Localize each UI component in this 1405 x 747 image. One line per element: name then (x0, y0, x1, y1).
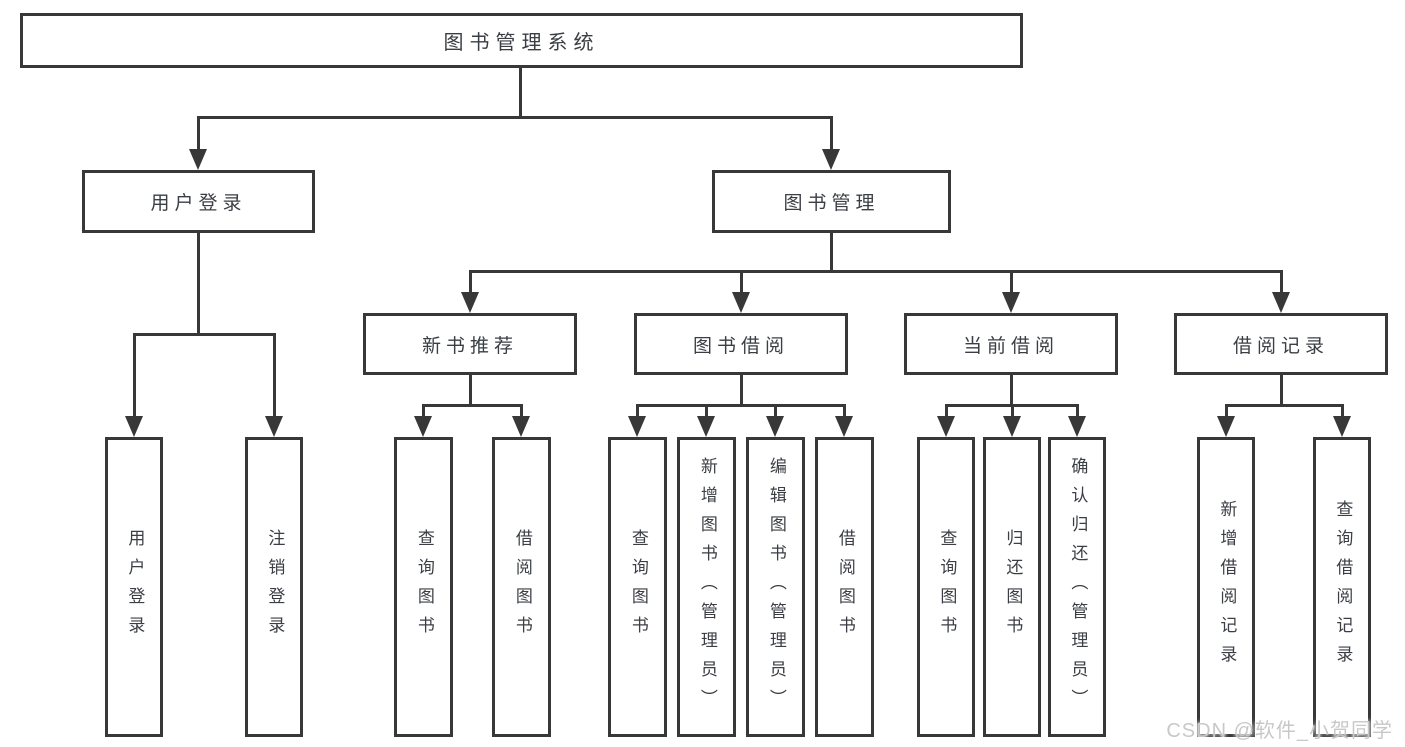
leaf-edit-book-admin: 编辑图书（管理员） (746, 437, 805, 737)
connector-borrow-records-drop (1280, 375, 1283, 407)
connector-to-leaf-edit-book (774, 405, 777, 423)
arrowhead-leaf-query-books-1 (414, 416, 432, 437)
leaf-borrow-books-2: 借阅图书 (815, 437, 874, 737)
arrowhead-leaf-query-books-2 (628, 416, 646, 437)
leaf-logout-label: 注销登录 (265, 529, 285, 645)
node-current-borrowing-label: 当前借阅 (962, 335, 1059, 357)
arrowhead-current-borrowing (1002, 292, 1020, 313)
leaf-return-books: 归还图书 (983, 437, 1041, 737)
connector-book-management-drop (830, 233, 833, 273)
node-book-management: 图书管理 (712, 170, 951, 233)
leaf-borrow-books-1-label: 借阅图书 (512, 529, 532, 645)
connector-to-leaf-add-record (1225, 405, 1228, 423)
leaf-return-books-label: 归还图书 (1003, 529, 1023, 645)
connector-to-leaf-confirm-return (1076, 405, 1079, 423)
arrowhead-book-management (822, 149, 840, 170)
connector-to-leaf-query-record (1341, 405, 1344, 423)
connector-book-borrowing-drop (740, 375, 743, 407)
node-new-book-recommend: 新书推荐 (363, 313, 577, 375)
leaf-add-borrow-record: 新增借阅记录 (1197, 437, 1255, 737)
arrowhead-leaf-logout (265, 416, 283, 437)
node-library-system-label: 图书管理系统 (443, 32, 600, 54)
leaf-add-book-admin-label: 新增图书（管理员） (697, 456, 717, 718)
connector-user-login-drop (197, 233, 200, 336)
node-new-book-recommend-label: 新书推荐 (421, 335, 518, 357)
arrowhead-leaf-add-book (697, 416, 715, 437)
leaf-query-borrow-record-label: 查询借阅记录 (1333, 500, 1353, 674)
arrowhead-leaf-query-books-3 (937, 416, 955, 437)
connector-to-leaf-query-books-1 (422, 405, 425, 423)
connector-to-leaf-query-books-3 (945, 405, 948, 423)
arrowhead-borrow-records (1272, 292, 1290, 313)
node-user-login-group-label: 用户登录 (150, 193, 247, 214)
connector-to-leaf-return-books (1011, 405, 1014, 423)
leaf-query-books-1-label: 查询图书 (414, 529, 434, 645)
leaf-borrow-books-1: 借阅图书 (492, 437, 551, 737)
leaf-borrow-books-2-label: 借阅图书 (835, 529, 855, 645)
connector-borrow-records-rail (1225, 404, 1344, 407)
arrowhead-leaf-user-login (125, 416, 143, 437)
leaf-confirm-return-admin: 确认归还（管理员） (1048, 437, 1106, 737)
connector-level2-rail (197, 116, 833, 119)
connector-to-book-management (830, 118, 833, 156)
leaf-add-borrow-record-label: 新增借阅记录 (1217, 500, 1237, 674)
connector-to-leaf-add-book (705, 405, 708, 423)
connector-book-borrowing-rail (636, 404, 846, 407)
arrowhead-leaf-return-books (1003, 416, 1021, 437)
arrowhead-leaf-borrow-books-2 (835, 416, 853, 437)
leaf-query-borrow-record: 查询借阅记录 (1313, 437, 1371, 737)
connector-to-user-login (197, 118, 200, 156)
leaf-edit-book-admin-label: 编辑图书（管理员） (766, 456, 786, 718)
leaf-user-login: 用户登录 (105, 437, 163, 737)
connector-to-borrow-records (1280, 271, 1283, 299)
node-borrow-records: 借阅记录 (1174, 313, 1388, 375)
leaf-add-book-admin: 新增图书（管理员） (677, 437, 736, 737)
arrowhead-new-book-recommend (461, 292, 479, 313)
connector-user-login-rail (133, 333, 276, 336)
connector-to-current-borrowing (1010, 271, 1013, 299)
connector-current-borrowing-drop (1010, 375, 1013, 407)
connector-to-book-borrowing (740, 271, 743, 299)
node-book-borrowing: 图书借阅 (634, 313, 848, 375)
connector-to-new-book-recommend (469, 271, 472, 299)
arrowhead-leaf-confirm-return (1068, 416, 1086, 437)
leaf-query-books-2-label: 查询图书 (628, 529, 648, 645)
connector-to-leaf-borrow-books-1 (520, 405, 523, 423)
connector-new-book-recommend-rail (422, 404, 523, 407)
connector-to-leaf-query-books-2 (636, 405, 639, 423)
leaf-query-books-3: 查询图书 (917, 437, 975, 737)
leaf-query-books-2: 查询图书 (608, 437, 667, 737)
arrowhead-leaf-query-record (1333, 416, 1351, 437)
node-book-management-label: 图书管理 (783, 193, 880, 214)
node-user-login-group: 用户登录 (82, 170, 315, 233)
node-library-system: 图书管理系统 (20, 13, 1023, 68)
leaf-query-books-1: 查询图书 (394, 437, 453, 737)
connector-level3-rail (469, 270, 1283, 273)
leaf-logout: 注销登录 (245, 437, 303, 737)
node-current-borrowing: 当前借阅 (904, 313, 1118, 375)
arrowhead-book-borrowing (732, 292, 750, 313)
leaf-query-books-3-label: 查询图书 (937, 529, 957, 645)
leaf-user-login-label: 用户登录 (125, 529, 145, 645)
node-book-borrowing-label: 图书借阅 (692, 335, 789, 357)
connector-to-leaf-borrow-books-2 (843, 405, 846, 423)
connector-to-leaf-logout (273, 334, 276, 422)
arrowhead-leaf-add-record (1217, 416, 1235, 437)
watermark: CSDN @软件_小贺同学 (1166, 720, 1393, 742)
connector-new-book-recommend-drop (469, 375, 472, 407)
arrowhead-leaf-borrow-books-1 (512, 416, 530, 437)
leaf-confirm-return-admin-label: 确认归还（管理员） (1068, 456, 1088, 718)
arrowhead-user-login (189, 149, 207, 170)
connector-to-leaf-user-login (133, 334, 136, 422)
node-borrow-records-label: 借阅记录 (1232, 335, 1329, 357)
arrowhead-leaf-edit-book (766, 416, 784, 437)
connector-root-drop (519, 68, 522, 118)
